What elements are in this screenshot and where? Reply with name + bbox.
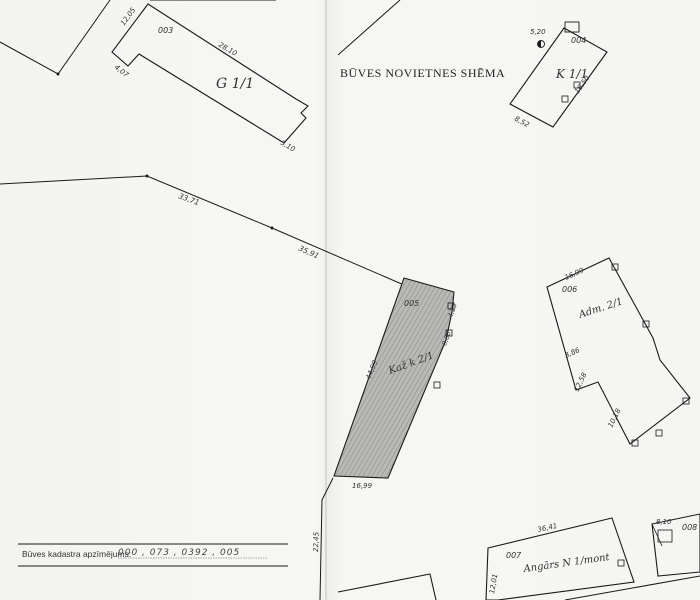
building-004-label: K 1/1 [555,67,588,81]
survey-point [270,226,274,230]
building-008-outline [651,513,700,577]
measure-006-a: 16,99 [564,266,586,282]
measure-008-a: 8,10 [656,518,672,526]
building-006-outline [546,257,691,445]
measure-004-b: 8,52 [513,115,531,130]
cadastre-label: Būves kadastra apzīmējums: [22,549,132,559]
measure-edge-b: 12,01 [488,573,499,594]
building-004-outline [509,27,608,128]
building-007-outline [485,517,635,600]
building-003-outline [111,3,309,144]
measure-boundary-1: 33,71 [177,191,200,207]
boundary-line-bottom-right [564,575,700,600]
building-008-id: 008 [682,523,697,532]
building-006-id: 006 [562,285,577,294]
plan-title: BŪVES NOVIETNES SHĒMA [340,66,506,80]
building-bottom-outline [337,573,437,600]
measure-006-b: 3,86 [564,346,582,360]
measure-004-a: 5,20 [530,28,546,36]
building-006-label: Adm. 2/1 [577,296,625,321]
building-007-label: Angārs N 1/mont [522,552,611,575]
boundary-line-bottom-left [319,477,334,600]
survey-point [56,72,60,76]
boundary-line-main [0,175,405,286]
measure-003-width: 12,05 [119,6,138,27]
cadastre-code: 000 , 073 , 0392 , 005 [118,548,241,558]
survey-point [145,174,149,178]
measure-edge-a: 22,45 [312,531,321,552]
measure-005-width: 16,99 [352,482,373,490]
building-005-id: 005 [404,299,419,308]
measure-007-length: 36,41 [537,522,558,534]
building-004-id: 004 [571,36,586,45]
measure-boundary-2: 35,91 [297,244,320,261]
building-003-id: 003 [158,26,173,35]
boundary-line-top-right [337,0,401,56]
measure-006-c: 12,58 [573,371,589,393]
building-003-label: G 1/1 [216,76,254,92]
measure-003-end: 5,10 [279,139,297,154]
building-007-id: 007 [506,551,522,560]
building-005-outline [333,277,455,479]
boundary-line-top-left [0,0,111,75]
